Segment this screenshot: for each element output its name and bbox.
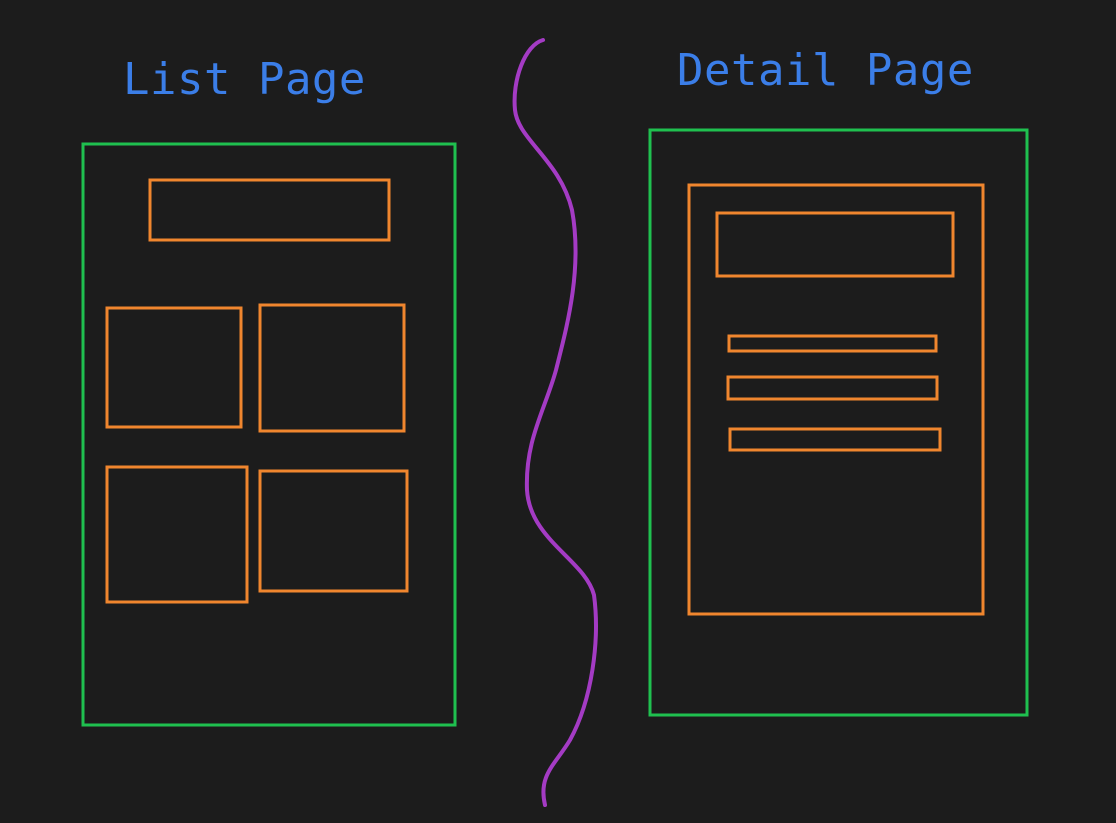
- detail-page-frame: [648, 128, 1029, 717]
- list-page-title: List Page: [123, 54, 366, 105]
- list-page-frame: [81, 142, 457, 727]
- detail-text-line-2: [726, 375, 939, 401]
- detail-header-block: [715, 211, 955, 278]
- list-header-block: [148, 178, 391, 242]
- list-card-4: [258, 469, 409, 593]
- detail-page-wireframe: [648, 128, 1029, 717]
- list-card-1: [105, 306, 243, 429]
- list-card-2: [258, 303, 406, 433]
- divider-brace: [512, 38, 598, 807]
- detail-page-title: Detail Page: [677, 45, 974, 96]
- detail-text-line-3: [728, 427, 942, 452]
- detail-content-panel: [687, 183, 985, 616]
- list-page-wireframe: [81, 142, 457, 727]
- list-card-3: [105, 465, 249, 604]
- detail-text-line-1: [727, 334, 938, 353]
